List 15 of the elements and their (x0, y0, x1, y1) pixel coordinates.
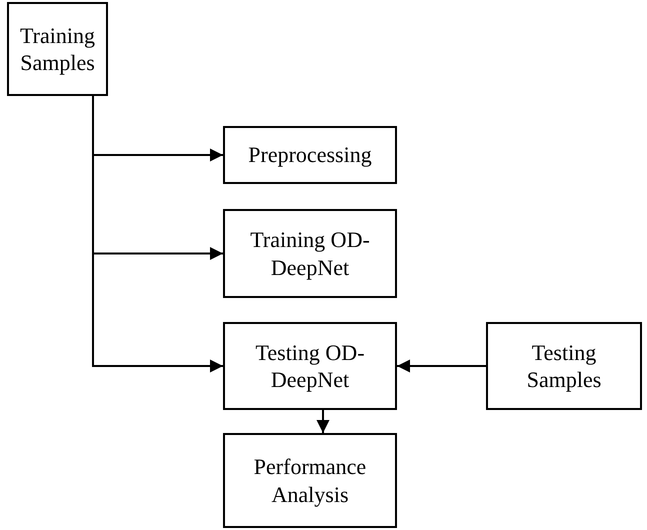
box-label: Training OD-DeepNet (249, 226, 371, 281)
process-box (223, 126, 397, 184)
process-box (486, 322, 642, 410)
process-box (223, 209, 397, 298)
process-box (7, 2, 108, 96)
arrow (397, 360, 486, 372)
arrow (316, 410, 330, 433)
box-label: Testing Samples (526, 338, 602, 394)
process-box (223, 322, 397, 410)
box-label: Preprocessing (248, 141, 372, 169)
box-label: Testing OD-DeepNet (254, 338, 366, 394)
box-label: Performance Analysis (252, 453, 368, 508)
process-box (223, 433, 397, 528)
arrow (92, 96, 223, 372)
box-label: Training Samples (19, 22, 96, 76)
